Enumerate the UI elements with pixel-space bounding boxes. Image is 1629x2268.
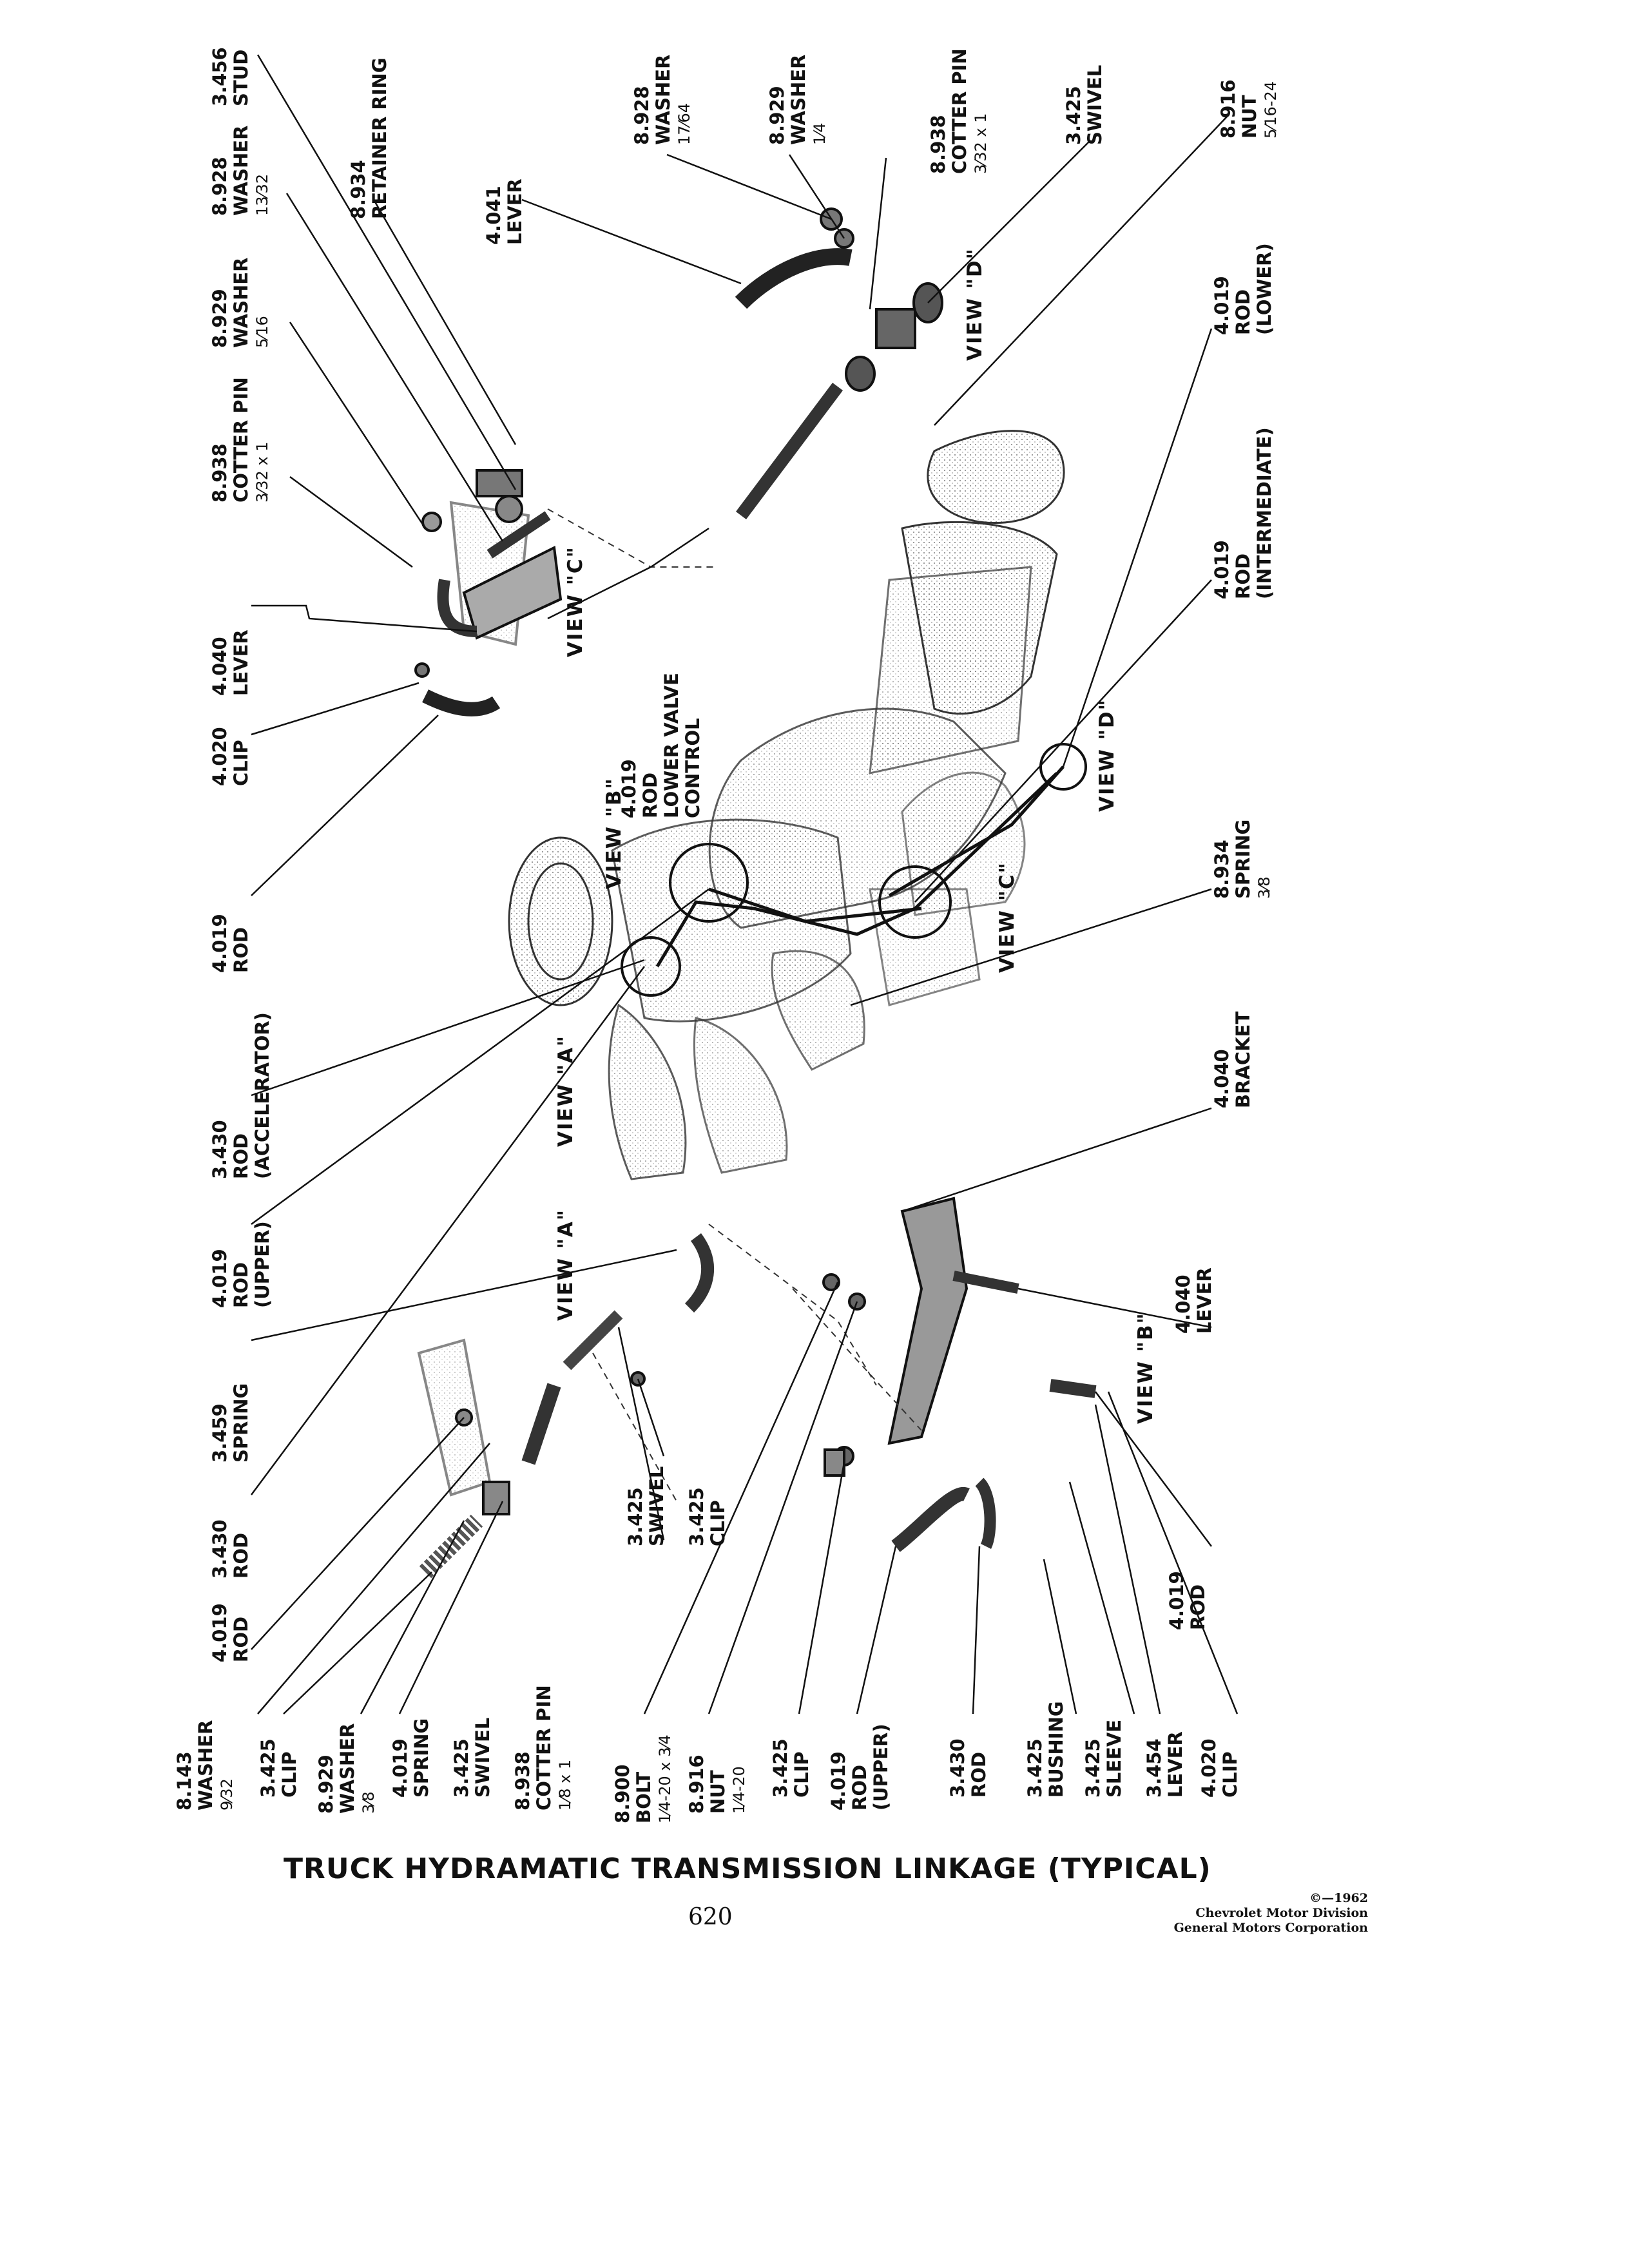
view-b-label-engine: VIEW "B" xyxy=(602,777,626,889)
view-b-circle xyxy=(669,843,749,923)
view-circles xyxy=(621,743,1087,997)
view-a-circle xyxy=(621,936,681,997)
credit-line-1: ©—1962 xyxy=(1309,1891,1368,1905)
view-b-label-parts: VIEW "B" xyxy=(1134,1312,1157,1424)
credit-line-2: Chevrolet Motor Division xyxy=(1195,1906,1368,1920)
view-c-label-parts: VIEW "C" xyxy=(564,546,587,657)
view-d-parts xyxy=(735,207,943,519)
engine-transmission-illustration xyxy=(508,430,1065,1180)
view-c-circle xyxy=(878,865,952,939)
leader-lines xyxy=(250,54,1239,1715)
view-d-circle xyxy=(1039,743,1087,791)
view-d-label-engine: VIEW "D" xyxy=(1095,698,1119,812)
copyright-credit: ©—1962 Chevrolet Motor Division General … xyxy=(1174,1891,1368,1936)
diagram-title: TRUCK HYDRAMATIC TRANSMISSION LINKAGE (T… xyxy=(284,1852,1211,1885)
view-c-label-engine: VIEW "C" xyxy=(996,861,1019,973)
page-number: 620 xyxy=(688,1904,733,1930)
view-a-label-engine: VIEW "A" xyxy=(554,1035,577,1147)
credit-line-3: General Motors Corporation xyxy=(1173,1921,1368,1935)
view-a-parts xyxy=(417,1233,715,1579)
view-c-parts xyxy=(414,469,563,716)
view-b-parts xyxy=(822,1196,1097,1552)
main-linkage-rods xyxy=(655,765,1065,968)
view-d-label-parts: VIEW "D" xyxy=(963,247,987,361)
view-a-label-parts: VIEW "A" xyxy=(554,1209,577,1321)
